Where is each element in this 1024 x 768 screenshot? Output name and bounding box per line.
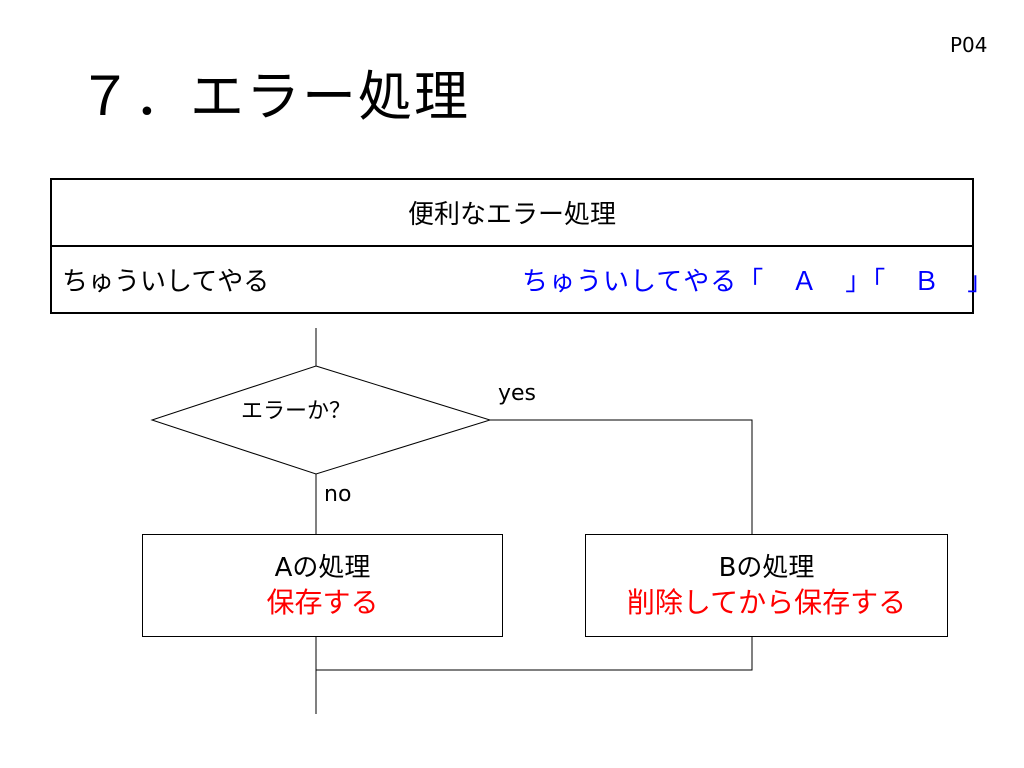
yes-label: yes xyxy=(498,381,537,406)
table-right-cell: ちゅういしてやる「 Ａ 」「 Ｂ 」 xyxy=(512,245,993,314)
box-b-title: Bの処理 xyxy=(718,552,815,583)
slide-title: ７．エラー処理 xyxy=(78,65,470,128)
yes-branch-line xyxy=(490,419,753,534)
no-label: no xyxy=(324,482,352,507)
table-left-cell: ちゅういしてやる xyxy=(50,245,512,314)
table-header-row: 便利なエラー処理 xyxy=(50,178,974,247)
info-table: 便利なエラー処理 ちゅういしてやる ちゅういしてやる「 Ａ 」「 Ｂ 」 xyxy=(50,178,993,314)
process-box-a: Aの処理 保存する xyxy=(142,534,503,637)
table-left-text: ちゅういしてやる xyxy=(62,267,270,297)
box-b-action: 削除してから保存する xyxy=(626,585,907,619)
decision-label: エラーか？ xyxy=(240,399,351,424)
box-a-action: 保存する xyxy=(266,585,379,619)
process-box-b: Bの処理 削除してから保存する xyxy=(585,534,948,637)
table-content-row: ちゅういしてやる ちゅういしてやる「 Ａ 」「 Ｂ 」 xyxy=(50,245,993,314)
table-header-cell: 便利なエラー処理 xyxy=(50,178,974,247)
box-a-title: Aの処理 xyxy=(274,552,371,583)
box-b-merge-line xyxy=(316,636,753,671)
page-number: P04 xyxy=(950,33,988,57)
table-right-text: ちゅういしてやる「 Ａ 」「 Ｂ 」 xyxy=(522,267,995,297)
